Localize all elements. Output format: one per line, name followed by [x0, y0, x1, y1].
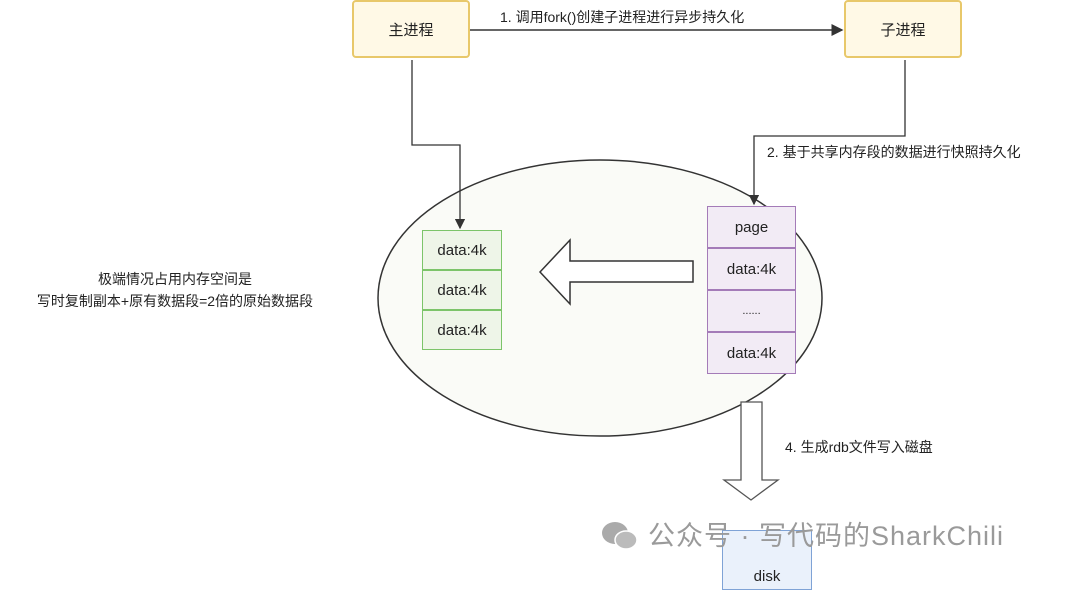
copy-on-write-arrow [538, 238, 694, 306]
shared-page: data:4k [707, 248, 796, 290]
shared-page: ...... [707, 290, 796, 332]
copy-page: data:4k [422, 310, 502, 350]
copy-page: data:4k [422, 270, 502, 310]
note-line2: 写时复制副本+原有数据段=2倍的原始数据段 [36, 293, 314, 309]
watermark: 公众号 · 写代码的SharkChili [600, 520, 1004, 552]
main-to-copy-arrow [411, 60, 466, 230]
shared-page: data:4k [707, 332, 796, 374]
main-process-node: 主进程 [352, 0, 470, 58]
copy-page: data:4k [422, 230, 502, 270]
write-disk-arrow [722, 401, 780, 501]
step2-label: 2. 基于共享内存段的数据进行快照持久化 [767, 144, 1021, 160]
memory-note: 极端情况占用内存空间是 写时复制副本+原有数据段=2倍的原始数据段 [0, 268, 350, 312]
step1-label: 1. 调用fork()创建子进程进行异步持久化 [500, 9, 745, 25]
wechat-icon [602, 522, 638, 550]
shared-page: page [707, 206, 796, 248]
child-process-node: 子进程 [844, 0, 962, 58]
watermark-text: 公众号 · 写代码的SharkChili [648, 521, 1005, 551]
child-to-shared-arrow [748, 60, 906, 206]
step4-label: 4. 生成rdb文件写入磁盘 [785, 439, 933, 455]
note-line1: 极端情况占用内存空间是 [98, 271, 252, 287]
